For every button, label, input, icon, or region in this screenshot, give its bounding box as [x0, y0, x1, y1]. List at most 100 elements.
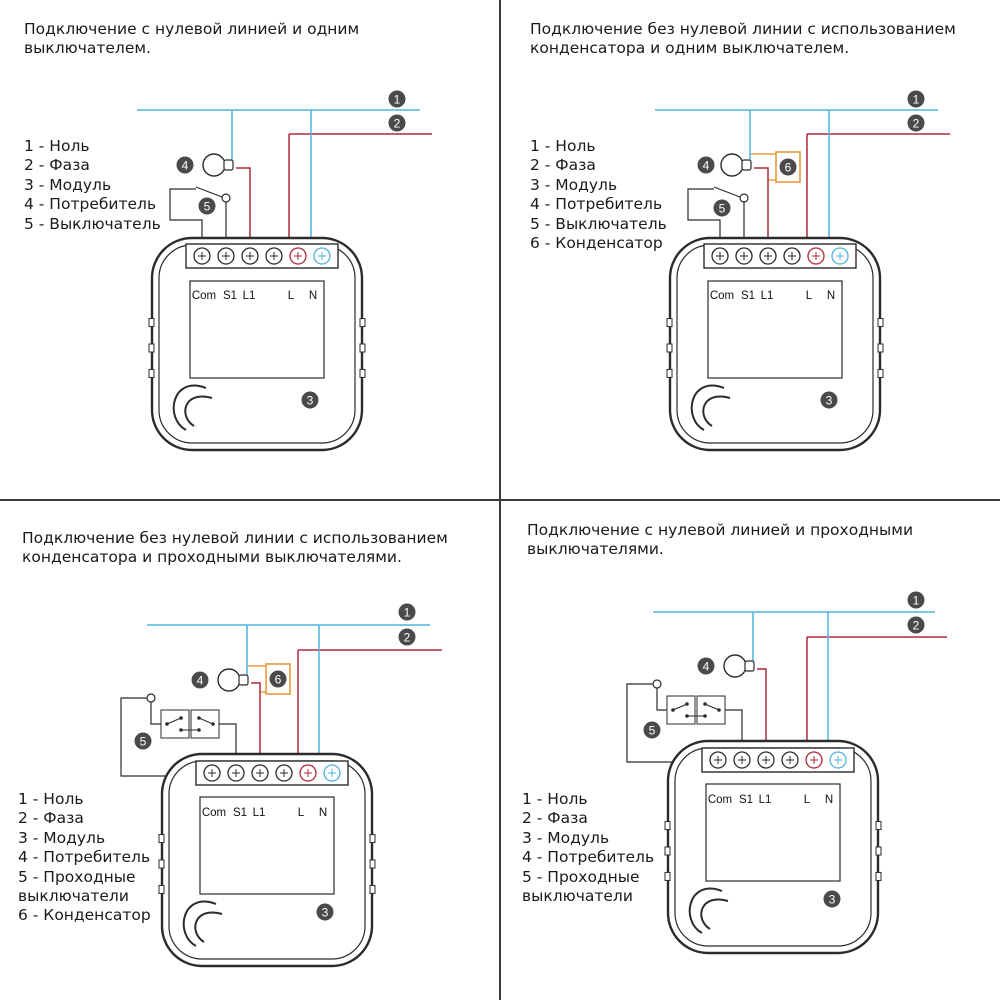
side-clip-right-2 — [877, 368, 884, 378]
pass-lever-a — [672, 703, 688, 711]
legend: 1 - Ноль 2 - Фаза 3 - Модуль 4 - Потреби… — [530, 137, 667, 253]
badge-number: 4 — [182, 158, 189, 172]
legend-item-consumer: 4 - Потребитель — [24, 195, 157, 214]
badge-circle — [398, 603, 416, 621]
number-badge-1: 1 — [398, 603, 416, 621]
legend-item-phase: 2 - Фаза — [24, 156, 90, 175]
light-bulb-icon — [217, 625, 261, 761]
badge-number: 5 — [649, 723, 656, 737]
legend-item-neutral: 1 - Ноль — [522, 790, 588, 808]
badge-circle — [823, 890, 841, 908]
terminal-label-s1: S1 — [233, 807, 247, 819]
badge-number: 1 — [404, 605, 411, 619]
badge-circle — [191, 671, 209, 689]
terminal-label-l1: L1 — [243, 290, 256, 302]
terminal-label-l1: L1 — [759, 794, 772, 806]
switch-com-wire — [687, 188, 721, 244]
side-clip-right-1 — [369, 859, 376, 869]
badge-circle — [316, 903, 334, 921]
pass-pivot — [146, 693, 156, 703]
bulb-glass — [202, 153, 226, 177]
legend-item-switch: 5 - Выключатель — [530, 214, 667, 233]
badge-circle — [907, 90, 925, 108]
terminal-label-l1: L1 — [253, 807, 266, 819]
panel-title: Подключение без нулевой линии с использо… — [22, 529, 448, 566]
side-clip-right-1 — [875, 846, 882, 856]
number-badge-1: 1 — [907, 591, 925, 609]
side-clip-right-1 — [359, 343, 366, 353]
number-badge-3: 3 — [823, 890, 841, 908]
legend-item-capacitor: 6 - Конденсатор — [530, 234, 663, 253]
number-badge-5: 5 — [643, 721, 661, 739]
badge-number: 5 — [140, 734, 147, 748]
legend-item-consumer: 4 - Потребитель — [522, 848, 655, 867]
badge-number: 1 — [394, 92, 401, 106]
bulb-glass — [217, 668, 241, 692]
pass-lever-b — [704, 703, 720, 711]
terminal-block — [701, 747, 855, 773]
switch-com-wire — [169, 188, 203, 244]
terminal-label-l: L — [288, 290, 295, 302]
number-badge-4: 4 — [697, 156, 715, 174]
lamp-l1-wire — [754, 167, 769, 244]
badge-circle — [643, 721, 661, 739]
legend-item-capacitor: 6 - Конденсатор — [18, 906, 151, 925]
module-label-area — [705, 783, 841, 882]
terminal-label-s1: S1 — [739, 794, 753, 806]
side-clip-right-2 — [359, 368, 366, 378]
legend-item-module: 3 - Модуль — [18, 828, 106, 847]
number-badge-2: 2 — [907, 616, 925, 634]
side-clip-right-2 — [875, 871, 882, 881]
terminal-label-l1: L1 — [761, 290, 774, 302]
badge-number: 2 — [404, 630, 411, 644]
terminal-label-l: L — [806, 290, 813, 302]
legend-item-switch: 5 - Выключатель — [24, 214, 161, 233]
side-clip-left-2 — [664, 871, 671, 881]
badge-number: 5 — [719, 201, 726, 215]
side-clip-left-2 — [148, 368, 155, 378]
badge-circle — [388, 114, 406, 132]
pass-s1-wire — [725, 709, 743, 748]
terminal-label-com: Com — [192, 290, 216, 302]
number-badge-3: 3 — [316, 903, 334, 921]
number-badge-5: 5 — [713, 199, 731, 217]
panel-no-neutral-capacitor-single-switch: Подключение без нулевой линии с использо… — [500, 0, 1000, 500]
number-badge-6: 6 — [779, 158, 797, 176]
number-badge-4: 4 — [176, 156, 194, 174]
smart-module-body — [664, 739, 882, 955]
side-clip-right-0 — [359, 318, 366, 328]
number-badge-6: 6 — [269, 670, 287, 688]
number-badge-4: 4 — [191, 671, 209, 689]
antenna-loop — [690, 384, 731, 431]
badge-circle — [697, 657, 715, 675]
badge-number: 6 — [785, 160, 792, 174]
legend-item-consumer: 4 - Потребитель — [530, 195, 663, 214]
single-switch-icon — [169, 186, 231, 244]
badge-circle — [713, 199, 731, 217]
terminal-labels: Com S1 L1 L N — [192, 290, 317, 302]
legend: 1 - Ноль 2 - Фаза 3 - Модуль 4 - Потреби… — [522, 790, 654, 906]
panel-title: Подключение с нулевой линией и одним вык… — [24, 20, 360, 57]
badge-circle — [301, 391, 319, 409]
bulb-base — [238, 674, 249, 686]
panel-title: Подключение без нулевой линии с использо… — [530, 20, 956, 57]
number-badge-2: 2 — [907, 114, 925, 132]
light-bulb-icon — [723, 612, 767, 748]
terminal-label-l: L — [804, 794, 811, 806]
badge-number: 3 — [307, 393, 314, 407]
terminal-label-s1: S1 — [223, 290, 237, 302]
terminal-label-n: N — [309, 290, 317, 302]
module-label-area — [199, 796, 335, 895]
lamp-l1-wire — [757, 668, 767, 748]
legend-item-consumer: 4 - Потребитель — [18, 848, 151, 867]
badge-circle — [198, 197, 216, 215]
antenna-loop — [182, 900, 223, 947]
side-clip-right-0 — [875, 821, 882, 831]
legend-item-module: 3 - Модуль — [24, 175, 112, 194]
legend: 1 - Ноль 2 - Фаза 3 - Модуль 4 - Потреби… — [24, 137, 161, 234]
side-clip-left-1 — [664, 846, 671, 856]
